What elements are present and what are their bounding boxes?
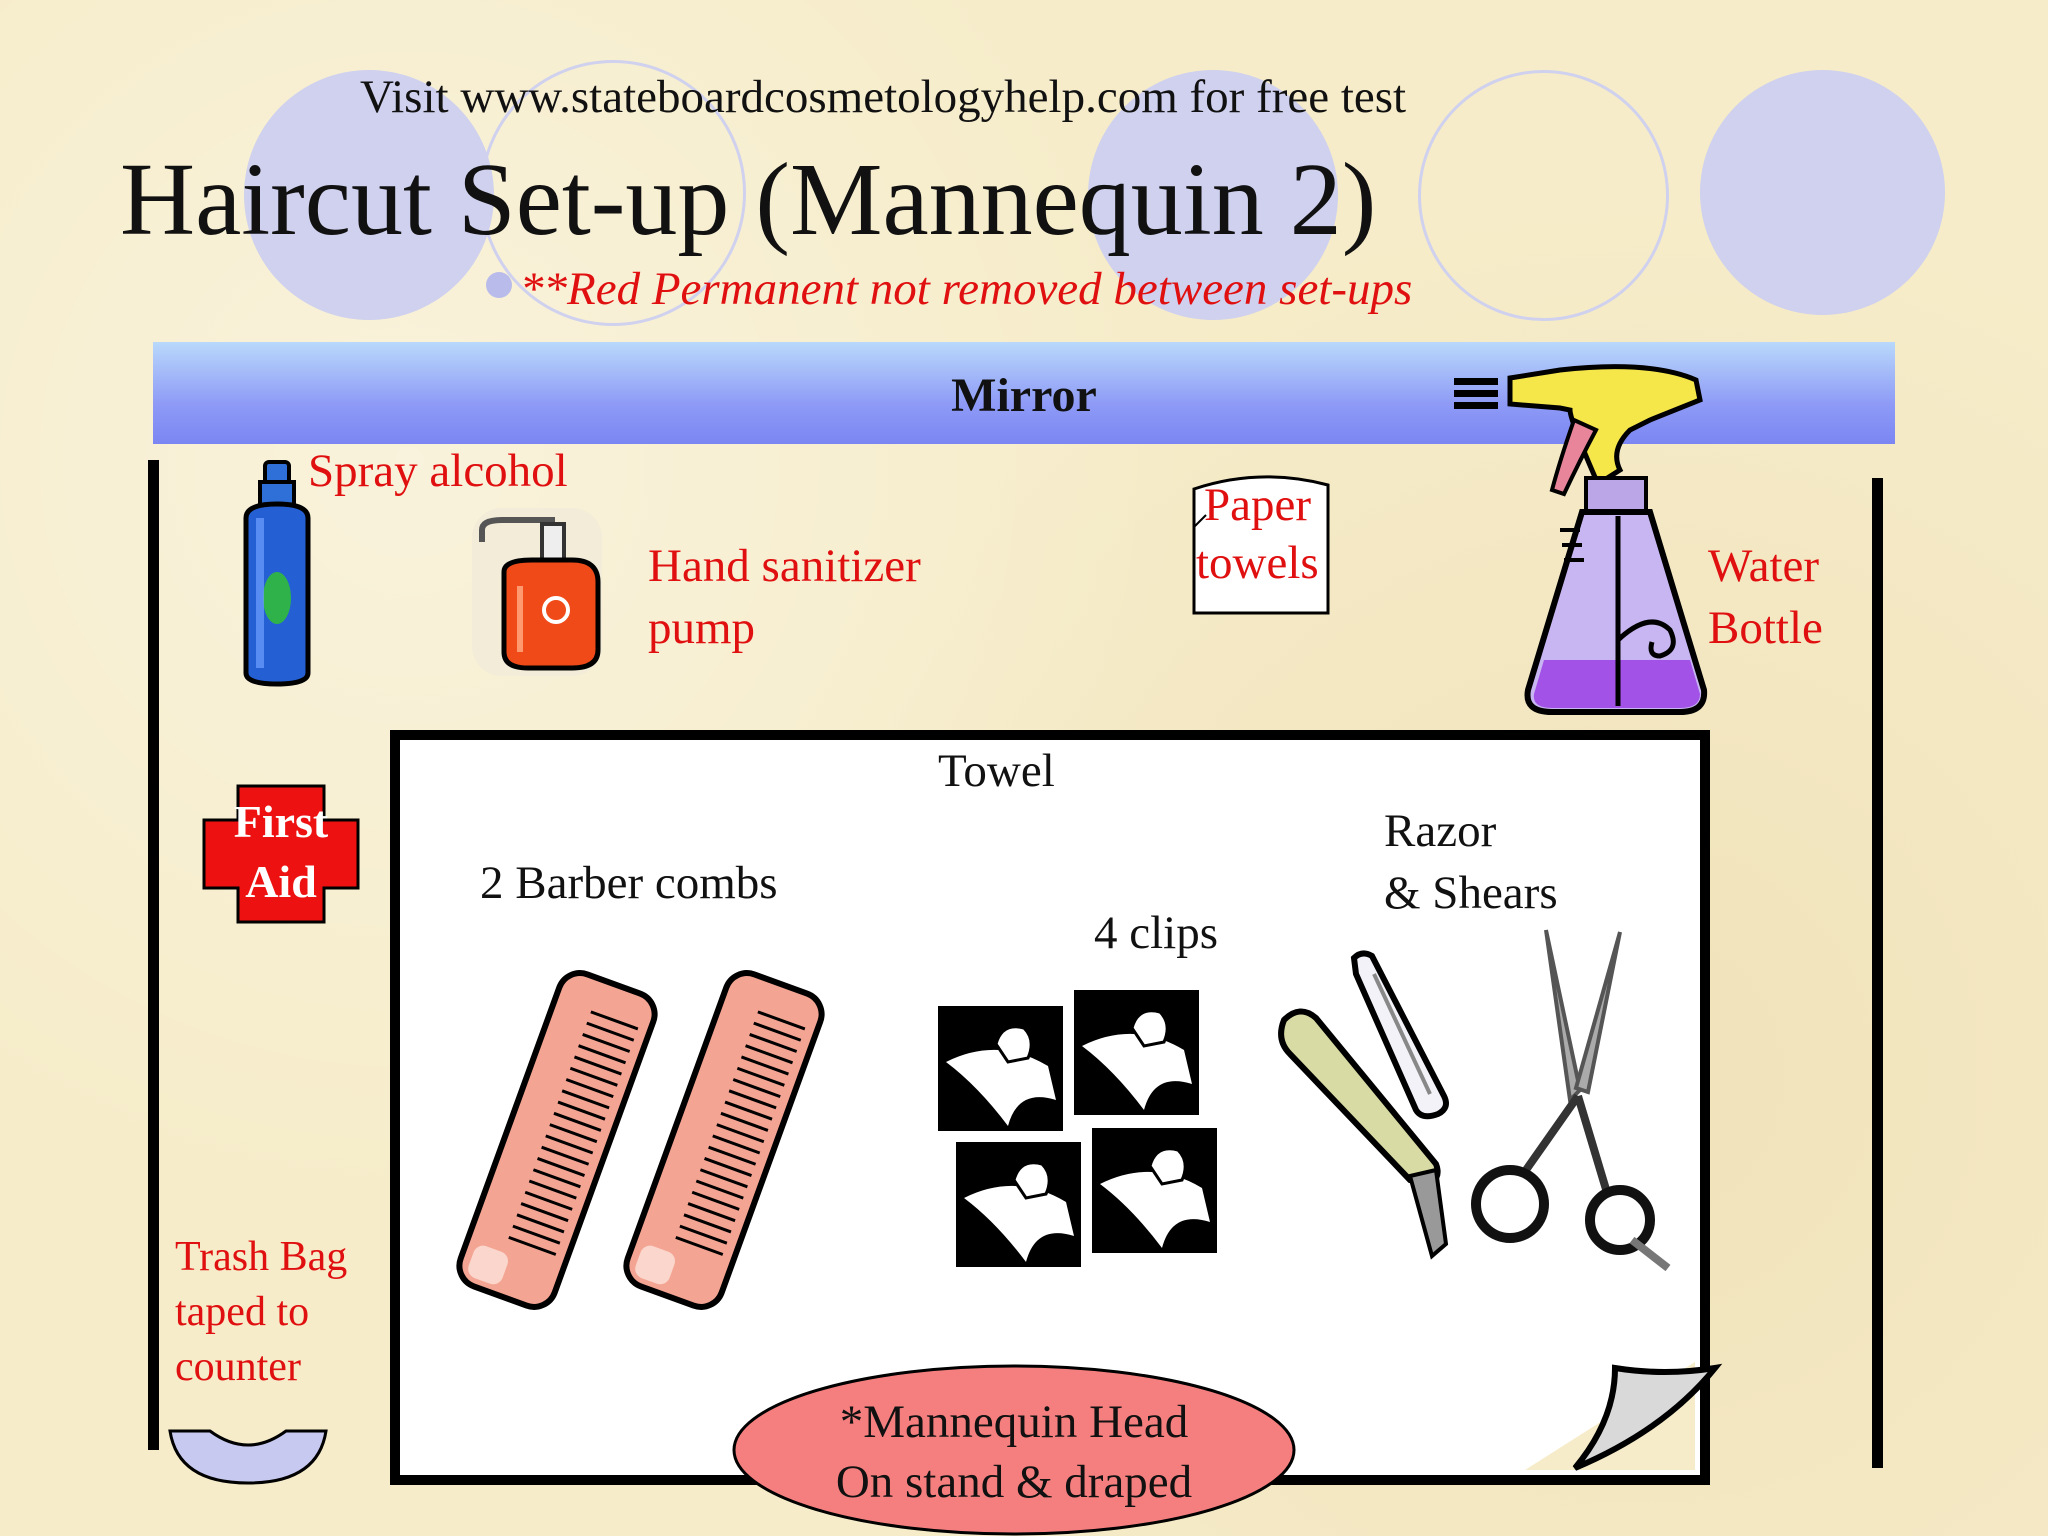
barber-comb-icon [456,970,658,1310]
hair-clip-icon [956,1142,1081,1267]
razor-shears-label-line1: Razor [1384,805,1497,857]
hair-clip-icon [938,1006,1063,1131]
razor-shears-label-line2: & Shears [1384,867,1558,919]
menu-lines-icon [1454,378,1498,409]
first-aid-label-line1: First [233,796,329,847]
shears-icon [1471,929,1671,1272]
spray-alcohol-label: Spray alcohol [308,445,568,497]
hand-sanitizer-label: Hand sanitizer pump [648,535,921,659]
trash-bag-label-line1: Trash Bag [175,1234,348,1280]
first-aid-cross-icon [202,784,360,924]
water-bottle-label-line2: Bottle [1708,602,1823,654]
paper-towels-label: Paper towels [1196,476,1319,592]
trash-bag-icon [168,1429,328,1485]
towel-label: Towel [938,745,1055,797]
mannequin-head-label-line1: *Mannequin Head [839,1396,1189,1448]
barber-comb-icon [623,970,825,1310]
red-permanent-note: **Red Permanent not removed between set-… [520,263,1413,315]
paper-towels-icon [1192,475,1330,615]
spray-alcohol-bottle-icon [243,460,311,687]
razor-shears-label: Razor & Shears [1384,800,1558,924]
hand-sanitizer-label-line1: Hand sanitizer [648,540,921,592]
trash-bag-label-line3: counter [175,1344,301,1390]
first-aid-label: First Aid [202,792,360,912]
barber-combs-label: 2 Barber combs [480,857,778,909]
water-bottle-label-line1: Water [1708,540,1820,592]
decorative-circle [1700,70,1945,315]
clips-label: 4 clips [1094,907,1219,959]
decorative-ring [480,60,746,326]
mirror-label: Mirror [951,369,1097,422]
hair-clip-icon [1074,990,1199,1115]
decorative-ring [1418,70,1669,321]
mannequin-head-label: *Mannequin Head On stand & draped [730,1392,1298,1512]
trash-bag-label: Trash Bag taped to counter [175,1230,347,1395]
water-spray-bottle-icon [1507,364,1708,715]
hand-sanitizer-pump-icon [472,508,602,676]
bullet-icon [486,272,512,298]
left-station-wall [148,460,159,1450]
towel-curled-corner-icon [1525,1362,1723,1471]
mannequin-head-label-line2: On stand & draped [835,1456,1193,1508]
page-title: Haircut Set-up (Mannequin 2) [120,142,1377,257]
decorative-circle [244,70,494,320]
hair-clip-icon [1092,1128,1217,1253]
straight-razor-icon [1278,950,1449,1260]
trash-bag-label-line2: taped to [175,1289,310,1335]
paper-towels-label-line1: Paper [1204,479,1312,531]
first-aid-label-line2: Aid [245,856,317,907]
hand-sanitizer-label-line2: pump [648,602,756,654]
right-station-wall [1872,478,1883,1468]
mannequin-oval-shape [732,1364,1296,1536]
visit-website-text: Visit www.stateboardcosmetologyhelp.com … [360,71,1407,123]
water-bottle-label: Water Bottle [1708,535,1823,659]
paper-towels-label-line2: towels [1196,537,1319,589]
decorative-circle [1088,70,1338,320]
